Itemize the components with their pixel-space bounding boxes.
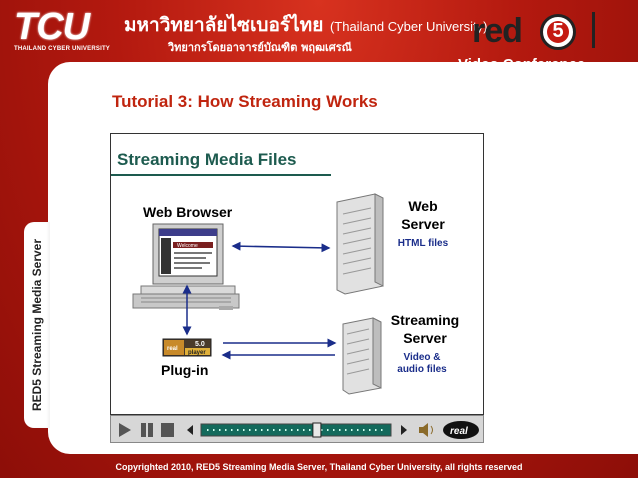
side-tab: RED5 Streaming Media Server [24,222,50,428]
streaming-server-label-2: Server [403,330,447,346]
pause-icon[interactable] [141,423,153,437]
realplayer-badge: real 5.0 player [162,338,212,357]
seek-tick [351,429,353,431]
seek-tick [231,429,233,431]
tcu-logo-subtext: THAILAND CYBER UNIVERSITY [14,46,111,52]
seek-track-ticks [207,429,383,431]
seek-tick [297,429,299,431]
slide-diagram: Welcome [132,193,384,395]
computer-icon: Welcome [132,223,240,310]
video-files-label-2: audio files [397,364,447,375]
university-title-en: (Thailand Cyber University) [329,19,488,34]
video-files-label-1: Video & [403,352,441,363]
seek-tick [219,429,221,431]
seek-tick [303,429,305,431]
volume-icon[interactable] [419,423,433,437]
html-files-label: HTML files [397,238,449,249]
player-control-bar: real [110,415,484,443]
browser-page-heading: Welcome [177,243,198,249]
seek-thumb[interactable] [312,422,322,438]
seek-tick [375,429,377,431]
seek-tick [261,429,263,431]
seek-tick [369,429,371,431]
red5-logo-word: red [472,12,523,50]
seek-forward-icon[interactable] [401,425,407,435]
web-server-label-1: Web [408,198,438,214]
university-title: มหาวิทยาลัยไซเบอร์ไทย (Thailand Cyber Un… [124,10,487,40]
seek-tick [225,429,227,431]
seek-tick [255,429,257,431]
seek-tick [291,429,293,431]
footer-copyright: Copyrighted 2010, RED5 Streaming Media S… [115,462,523,472]
slide-frame: Streaming Media Files Welcome [110,133,484,415]
streaming-server-icon [342,317,382,395]
seek-back-icon[interactable] [187,425,193,435]
streaming-server-label-1: Streaming [390,312,460,328]
realplayer-badge-brand: real [167,346,178,352]
seek-tick [249,429,251,431]
seek-track[interactable] [200,423,392,437]
seek-tick [333,429,335,431]
seek-tick [381,429,383,431]
seek-tick [207,429,209,431]
play-icon[interactable] [119,423,131,437]
real-logo-text: real [450,426,468,437]
slide-title-underline [111,174,331,176]
side-tab-label: RED5 Streaming Media Server [30,238,44,412]
presenter-subtitle: วิทยากรโดยอาจารย์บัณฑิต พฤฒเศรณี [168,41,352,54]
seek-tick [339,429,341,431]
seek-tick [237,429,239,431]
red5-logo-digit: 5 [552,20,564,42]
seek-tick [309,429,311,431]
tcu-logo: TCU THAILAND CYBER UNIVERSITY [14,6,120,58]
slide-title: Streaming Media Files [117,150,297,169]
seek-tick [321,429,323,431]
seek-tick [363,429,365,431]
seek-tick [213,429,215,431]
red5-logo-circle: 5 [540,14,576,50]
seek-tick [327,429,329,431]
seek-tick [267,429,269,431]
realplayer-badge-version: 5.0 [195,341,205,348]
seek-tick [273,429,275,431]
seek-tick [345,429,347,431]
red5-logo-divider [592,12,595,48]
seek-tick [357,429,359,431]
university-title-thai: มหาวิทยาลัยไซเบอร์ไทย [124,14,324,36]
seek-tick [243,429,245,431]
tcu-logo-text: TCU [14,6,90,48]
web-server-icon [336,193,384,295]
browser-webserver-arrow [231,241,331,253]
web-server-label-2: Server [401,216,445,232]
plugin-label: Plug-in [161,362,209,378]
real-logo: real [443,421,479,439]
seek-tick [285,429,287,431]
seek-tick [279,429,281,431]
realplayer-badge-label: player [188,350,206,356]
tutorial-title: Tutorial 3: How Streaming Works [112,92,378,111]
stop-icon[interactable] [161,423,174,437]
web-browser-label: Web Browser [143,204,233,220]
